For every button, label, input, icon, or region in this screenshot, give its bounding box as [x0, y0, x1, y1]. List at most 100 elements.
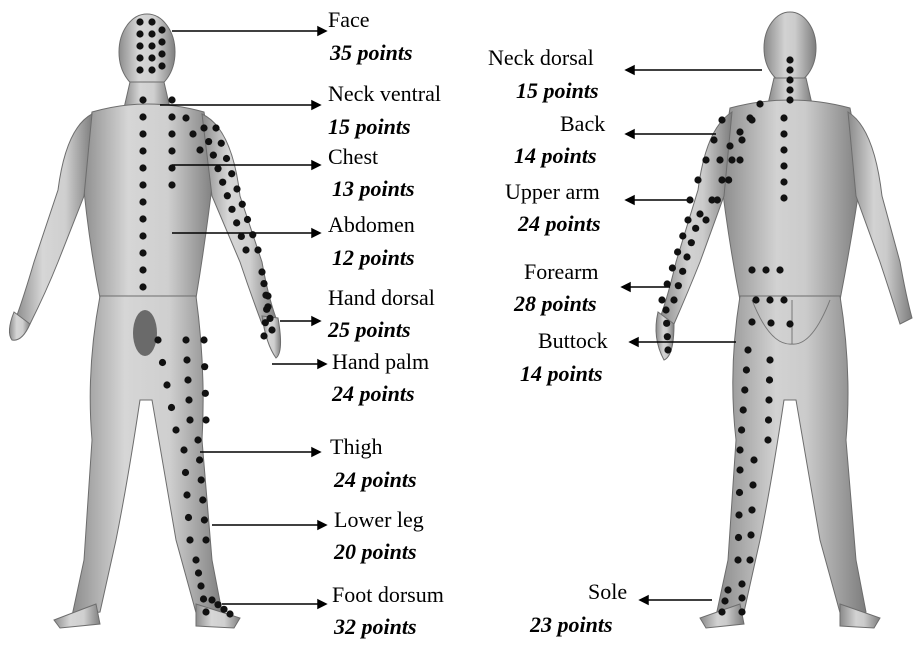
measurement-dot: [220, 606, 227, 613]
measurement-dot: [756, 100, 763, 107]
measurement-dot: [670, 296, 677, 303]
measurement-dot: [185, 396, 192, 403]
measurement-dot: [738, 580, 745, 587]
label-chest: Chest: [328, 145, 378, 169]
measurement-dot: [168, 96, 175, 103]
count-hand-palm: 24 points: [332, 382, 415, 406]
measurement-dot: [725, 176, 732, 183]
measurement-dot: [186, 416, 193, 423]
count-back: 14 points: [514, 144, 597, 168]
label-buttock: Buttock: [538, 329, 608, 353]
measurement-dot: [192, 556, 199, 563]
measurement-dot: [208, 596, 215, 603]
measurement-dot: [168, 404, 175, 411]
measurement-dot: [743, 366, 750, 373]
measurement-dot: [718, 608, 725, 615]
label-thigh: Thigh: [330, 435, 383, 459]
measurement-dot: [212, 124, 219, 131]
measurement-dot: [762, 266, 769, 273]
measurement-dot: [136, 30, 143, 37]
measurement-dot: [748, 116, 755, 123]
measurement-dot: [735, 511, 742, 518]
measurement-dot: [688, 239, 695, 246]
measurement-dot: [183, 491, 190, 498]
measurement-dot: [158, 38, 165, 45]
measurement-dot: [702, 156, 709, 163]
back-body: [656, 12, 912, 628]
measurement-dot: [780, 194, 787, 201]
measurement-dot: [136, 66, 143, 73]
count-foot-dorsum: 32 points: [334, 615, 417, 639]
measurement-dot: [168, 113, 175, 120]
measurement-dot: [735, 534, 742, 541]
measurement-dot: [702, 216, 709, 223]
measurement-dot: [136, 42, 143, 49]
count-thigh: 24 points: [334, 468, 417, 492]
measurement-dot: [710, 136, 717, 143]
measurement-dot: [749, 481, 756, 488]
measurement-dot: [764, 436, 771, 443]
genital-mask: [133, 310, 157, 356]
measurement-dot: [721, 597, 728, 604]
measurement-dot: [182, 336, 189, 343]
count-neck-dorsal: 15 points: [516, 79, 599, 103]
measurement-dot: [679, 232, 686, 239]
measurement-dot: [766, 356, 773, 363]
measurement-dot: [233, 219, 240, 226]
measurement-dot: [200, 595, 207, 602]
measurement-dot: [747, 531, 754, 538]
measurement-dot: [786, 66, 793, 73]
label-neck-ventral: Neck ventral: [328, 82, 441, 106]
measurement-dot: [202, 390, 209, 397]
measurement-dot: [239, 201, 246, 208]
measurement-dot: [163, 381, 170, 388]
measurement-dot: [260, 332, 267, 339]
measurement-dot: [168, 181, 175, 188]
measurement-dot: [214, 601, 221, 608]
measurement-dot: [736, 128, 743, 135]
measurement-dot: [736, 156, 743, 163]
measurement-dot: [258, 268, 265, 275]
measurement-dot: [139, 198, 146, 205]
measurement-dot: [744, 346, 751, 353]
count-lower-leg: 20 points: [334, 540, 417, 564]
measurement-dot: [718, 116, 725, 123]
measurement-dot: [139, 283, 146, 290]
measurement-dot: [780, 114, 787, 121]
measurement-dot: [780, 146, 787, 153]
label-hand-palm: Hand palm: [332, 350, 429, 374]
measurement-dot: [205, 138, 212, 145]
measurement-dot: [189, 130, 196, 137]
measurement-dot: [738, 608, 745, 615]
measurement-dot: [148, 54, 155, 61]
measurement-dot: [663, 320, 670, 327]
measurement-dot: [716, 156, 723, 163]
measurement-dot: [728, 156, 735, 163]
measurement-dot: [184, 376, 191, 383]
measurement-dot: [139, 130, 146, 137]
measurement-dot: [148, 42, 155, 49]
count-chest: 13 points: [332, 177, 415, 201]
measurement-dot: [210, 152, 217, 159]
measurement-dot: [223, 155, 230, 162]
measurement-dot: [139, 266, 146, 273]
measurement-dot: [183, 356, 190, 363]
label-upper-arm: Upper arm: [505, 180, 600, 204]
count-abdomen: 12 points: [332, 246, 415, 270]
label-lower-leg: Lower leg: [334, 508, 424, 532]
measurement-dot: [268, 326, 275, 333]
measurement-dot: [139, 96, 146, 103]
measurement-dot: [242, 246, 249, 253]
measurement-dot: [200, 336, 207, 343]
measurement-dot: [264, 292, 271, 299]
measurement-dot: [139, 181, 146, 188]
measurement-dot: [194, 436, 201, 443]
measurement-dot: [260, 280, 267, 287]
measurement-dot: [168, 130, 175, 137]
measurement-dot: [748, 506, 755, 513]
measurement-dot: [780, 130, 787, 137]
measurement-dot: [683, 253, 690, 260]
count-face: 35 points: [330, 41, 413, 65]
measurement-dot: [139, 113, 146, 120]
